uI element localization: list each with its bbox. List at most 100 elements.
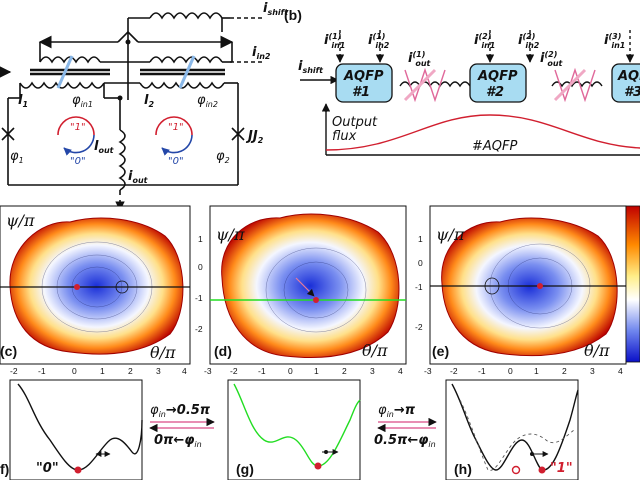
- svg-text:-2: -2: [195, 324, 203, 334]
- svg-text:2: 2: [128, 366, 133, 376]
- svg-text:1: 1: [100, 366, 105, 376]
- aqfp-block-1-num: #1: [352, 85, 370, 100]
- panel-a-circuit: [0, 12, 262, 217]
- transition-2: φin→π 0.5π←φin: [374, 403, 437, 449]
- current-loop-right: [155, 116, 193, 156]
- label-i-in2-a: iin2: [252, 45, 271, 61]
- panel-b-chain: [300, 30, 640, 156]
- loop-left-state-zero: "0": [70, 156, 86, 167]
- panel-e-xticks: -3 -2 -1 0 1 2 3 4: [424, 366, 623, 376]
- svg-text:3: 3: [370, 366, 375, 376]
- svg-text:-3: -3: [424, 366, 432, 376]
- panel-e-potential: [429, 205, 627, 365]
- panel-h-potential-curve: [445, 379, 579, 480]
- output-flux-curve: [325, 114, 640, 151]
- panel-c-xlabel: θ/π: [150, 343, 176, 362]
- label-i3-in1: i(3)in1: [604, 32, 625, 50]
- panel-e-ylabel: ψ/π: [436, 225, 465, 244]
- label-i2-in2: i(2)in2: [518, 32, 540, 50]
- label-i-shift-a: ishift: [263, 1, 289, 17]
- svg-text:2: 2: [562, 366, 567, 376]
- panel-d-potential: [209, 205, 407, 365]
- svg-text:4: 4: [398, 366, 403, 376]
- transition-1: φin→0.5π 0π←φin: [149, 403, 215, 449]
- shift-inductor: [149, 12, 223, 20]
- colorbar: [625, 205, 640, 363]
- aqfp-block-1: AQFP #1: [335, 63, 393, 103]
- panel-g-label: (g): [236, 461, 254, 477]
- panel-c-xticks: -2 -1 0 1 2 3 4: [10, 366, 187, 376]
- svg-text:2: 2: [342, 366, 347, 376]
- panel-f-state-zero: "0": [36, 461, 59, 476]
- svg-text:1: 1: [534, 366, 539, 376]
- aqfp-block-2-num: #2: [486, 85, 504, 100]
- panel-b-label: (b): [284, 7, 302, 23]
- svg-text:φin→π: φin→π: [378, 403, 416, 419]
- panel-h-state-one: "1": [550, 461, 573, 476]
- label-flux: flux: [332, 129, 357, 144]
- label-i1-in2: i(1)in2: [368, 32, 390, 50]
- current-loop-left: [57, 116, 95, 156]
- node-dot: [125, 39, 131, 45]
- svg-text:-1: -1: [258, 366, 266, 376]
- svg-text:1: 1: [418, 234, 423, 244]
- svg-text:3: 3: [590, 366, 595, 376]
- svg-text:-2: -2: [230, 366, 238, 376]
- label-i-shift-b: ishift: [298, 59, 324, 75]
- label-i1-in1: i(1)in1: [324, 32, 345, 50]
- panel-d-label: (d): [214, 343, 232, 359]
- svg-text:4: 4: [618, 366, 623, 376]
- label-jj2: JJ2: [245, 129, 264, 145]
- panel-g-potential-curve: [227, 379, 361, 480]
- panel-e-label: (e): [432, 343, 449, 359]
- label-phi2: φ2: [216, 149, 230, 165]
- label-output: Output: [332, 115, 378, 130]
- panel-f-potential-curve: [9, 379, 143, 480]
- panel-e-xlabel: θ/π: [584, 341, 610, 360]
- svg-text:-2: -2: [415, 322, 423, 332]
- svg-text:0: 0: [418, 258, 423, 268]
- panel-f-label: f): [0, 461, 9, 477]
- panel-d-xlabel: θ/π: [362, 341, 388, 360]
- node-dot: [117, 95, 123, 101]
- svg-text:4: 4: [182, 366, 187, 376]
- svg-text:-2: -2: [450, 366, 458, 376]
- svg-text:0π←φin: 0π←φin: [154, 433, 202, 449]
- svg-text:0: 0: [72, 366, 77, 376]
- svg-text:-2: -2: [10, 366, 18, 376]
- panel-d-xticks: -3 -2 -1 0 1 2 3 4: [204, 366, 403, 376]
- panel-d-ylabel: ψ/π: [216, 225, 245, 244]
- panel-e-yticks: 1 0 -1 -2: [415, 234, 423, 332]
- label-l1: l1: [18, 93, 28, 109]
- svg-text:3: 3: [156, 366, 161, 376]
- panel-h-label: (h): [454, 461, 472, 477]
- svg-text:0.5π←φin: 0.5π←φin: [374, 433, 436, 449]
- label-aqfp-axis: #AQFP: [472, 139, 517, 154]
- panel-c-label: (c): [0, 343, 17, 359]
- svg-text:-1: -1: [415, 282, 423, 292]
- label-l2: l2: [144, 93, 154, 109]
- loop-left-state-one: "1": [70, 122, 86, 133]
- panel-d-yticks: 1 0 -1 -2: [195, 234, 203, 334]
- aqfp-block-3-name: AQFP: [617, 69, 640, 84]
- aqfp-block-3-num: #3: [624, 85, 640, 100]
- label-i-out-a: iout: [128, 169, 149, 185]
- svg-text:0: 0: [198, 262, 203, 272]
- flux-arrows: [56, 55, 196, 89]
- loop-right-state-one: "1": [168, 122, 184, 133]
- aqfp-block-2: AQFP #2: [469, 63, 527, 103]
- svg-text:0: 0: [288, 366, 293, 376]
- svg-text:-1: -1: [195, 293, 203, 303]
- panel-c-ylabel: ψ/π: [6, 211, 35, 230]
- aqfp-block-2-name: AQFP: [477, 69, 518, 84]
- svg-text:0: 0: [508, 366, 513, 376]
- label-phi-in1: φin1: [72, 93, 93, 109]
- label-phi-in2: φin2: [197, 93, 218, 109]
- loop-right-state-zero: "0": [168, 156, 184, 167]
- svg-text:1: 1: [198, 234, 203, 244]
- label-i2-out: i(2)out: [540, 50, 564, 68]
- aqfp-block-3: AQFP #3: [611, 63, 640, 103]
- label-l-out: lout: [94, 139, 115, 155]
- svg-text:φin→0.5π: φin→0.5π: [150, 403, 211, 419]
